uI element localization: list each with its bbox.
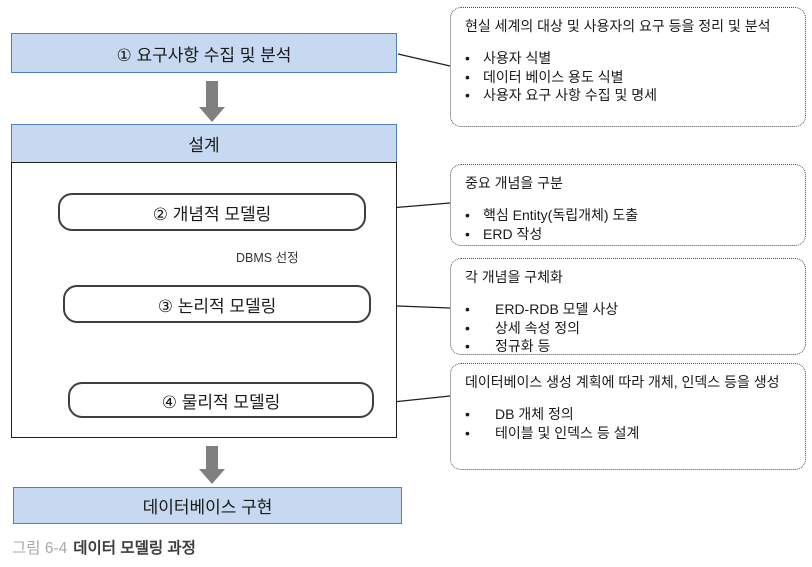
note-bullet-list: DB 개체 정의 테이블 및 인덱스 등 설계 [465,405,791,442]
note-bullet: 데이터 베이스 용도 식별 [465,68,791,87]
flow-step3-label: ③ 논리적 모델링 [157,296,277,316]
note-logical: 각 개념을 구체화 ERD-RDB 모델 사상 상세 속성 정의 정규화 등 [450,258,806,355]
connector-step1-note1 [397,53,451,67]
note-bullet: 사용자 요구 사항 수집 및 명세 [465,86,791,105]
note-bullet-list: 사용자 식별 데이터 베이스 용도 식별 사용자 요구 사항 수집 및 명세 [465,49,791,105]
flow-step3-logical-box: ③ 논리적 모델링 [63,285,371,323]
note-bullet-list: 핵심 Entity(독립개체) 도출 ERD 작성 [465,206,791,243]
note-bullet: ERD-RDB 모델 사상 [465,300,791,319]
note-bullet: 사용자 식별 [465,49,791,68]
flow-step2-conceptual-box: ② 개념적 모델링 [58,193,366,231]
note-bullet-list: ERD-RDB 모델 사상 상세 속성 정의 정규화 등 [465,300,791,356]
flow-step1-requirements-box: ① 요구사항 수집 및 분석 [11,33,397,73]
note-bullet: ERD 작성 [465,225,791,244]
note-title: 중요 개념을 구분 [465,175,563,191]
figure-caption-number: 그림 6-4 [12,540,68,557]
note-bullet: 상세 속성 정의 [465,319,791,338]
flow-design-header-box: 설계 [11,124,397,163]
flow-design-label: 설계 [188,136,220,155]
note-title: 현실 세계의 대상 및 사용자의 요구 등을 정리 및 분석 [465,18,771,34]
flow-step1-label: ① 요구사항 수집 및 분석 [116,45,292,65]
figure-caption-title: 데이터 모델링 과정 [73,540,196,557]
note-bullet: 정규화 등 [465,337,791,356]
note-title: 각 개념을 구체화 [465,269,563,285]
flow-final-label: 데이터베이스 구현 [142,498,273,517]
down-arrow-1 [199,81,225,122]
note-requirements: 현실 세계의 대상 및 사용자의 요구 등을 정리 및 분석 사용자 식별 데이… [450,7,806,127]
flow-step4-physical-box: ④ 물리적 모델링 [68,382,374,418]
flow-final-implementation-box: 데이터베이스 구현 [13,487,402,524]
flow-step4-label: ④ 물리적 모델링 [161,392,281,412]
dbms-selection-label: DBMS 선정 [236,251,299,265]
note-bullet: DB 개체 정의 [465,405,791,424]
flow-step2-label: ② 개념적 모델링 [152,204,272,224]
note-bullet: 테이블 및 인덱스 등 설계 [465,424,791,443]
note-physical: 데이터베이스 생성 계획에 따라 개체, 인덱스 등을 생성 DB 개체 정의 … [450,363,806,470]
note-title: 데이터베이스 생성 계획에 따라 개체, 인덱스 등을 생성 [465,374,780,390]
figure-caption: 그림 6-4 데이터 모델링 과정 [12,536,196,558]
down-arrow-4 [199,446,225,484]
note-bullet: 핵심 Entity(독립개체) 도출 [465,206,791,225]
note-conceptual: 중요 개념을 구분 핵심 Entity(독립개체) 도출 ERD 작성 [450,164,806,246]
